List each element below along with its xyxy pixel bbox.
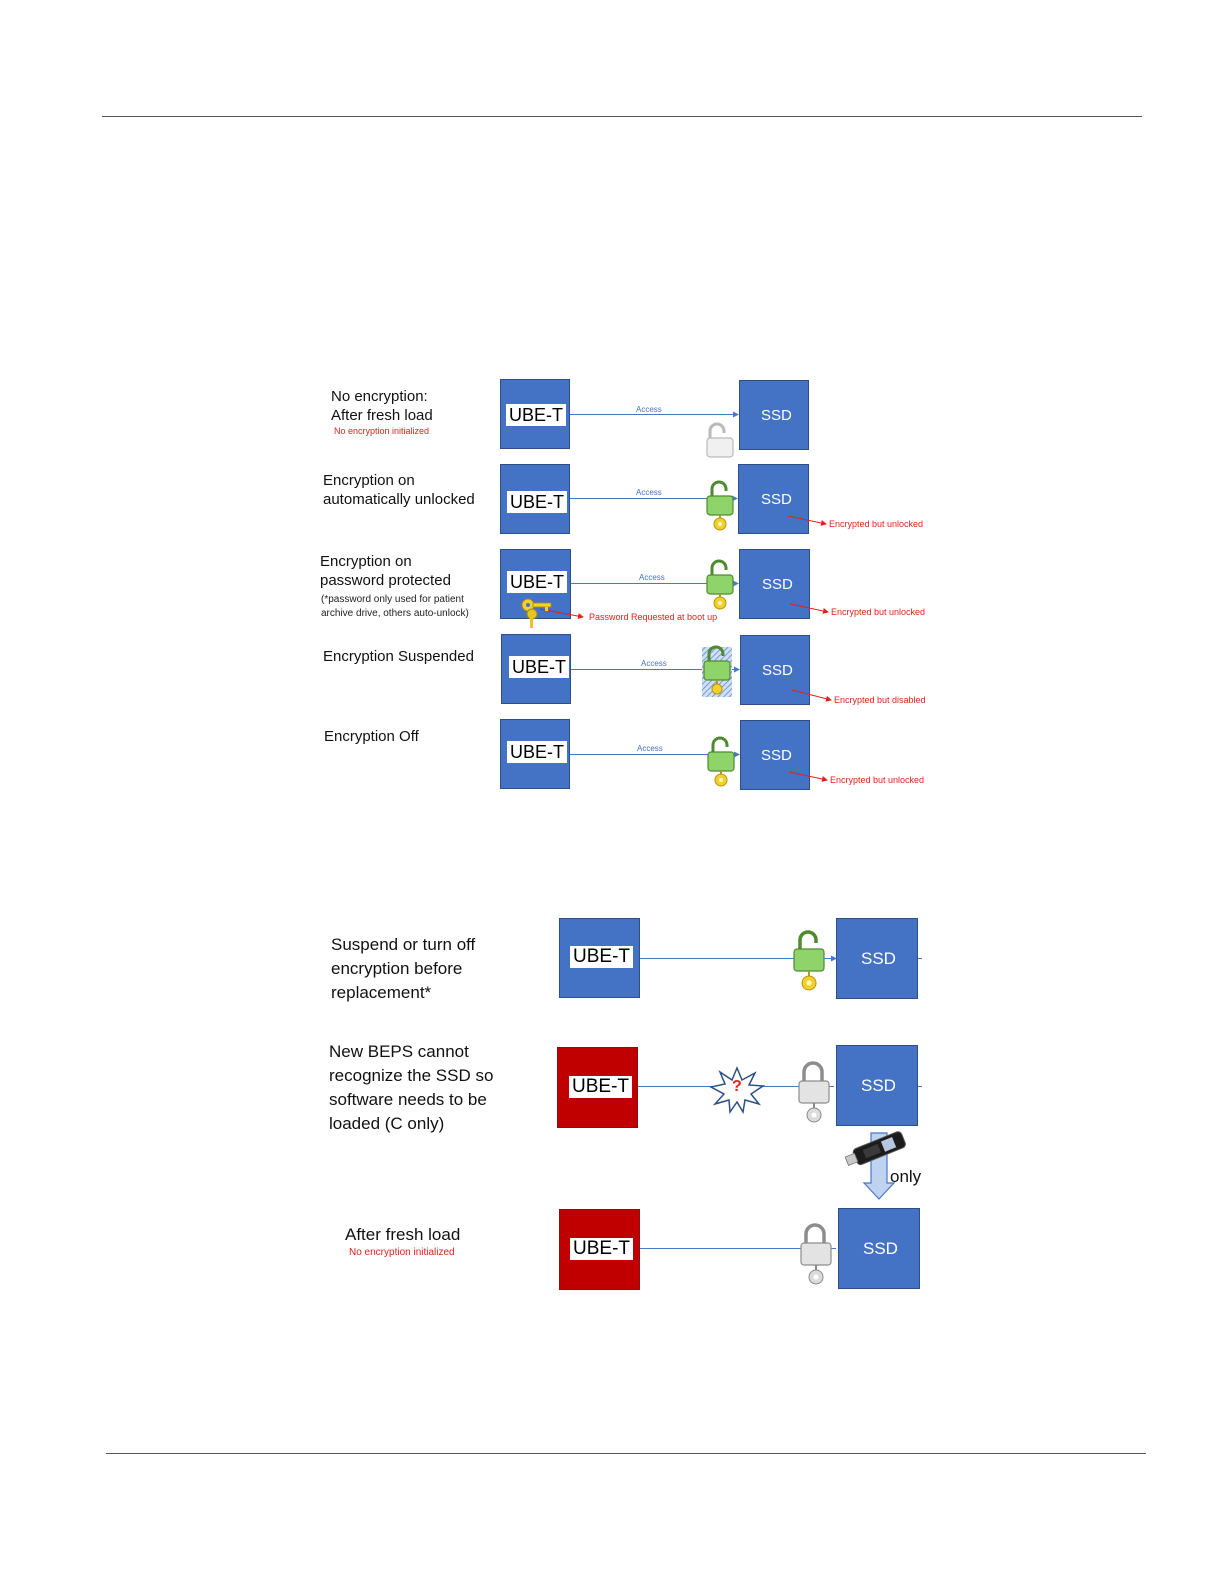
ube-t-label-row4: UBE-T bbox=[509, 656, 569, 678]
ssd-label-step1: SSD bbox=[861, 949, 896, 968]
access-line-row4 bbox=[571, 669, 737, 670]
line-step3 bbox=[640, 1248, 836, 1249]
green-open-lock-with-key-icon-step1 bbox=[793, 930, 825, 991]
ssd-label-step2: SSD bbox=[861, 1076, 896, 1095]
ssd-label-row4: SSD bbox=[762, 662, 793, 679]
ssd-box-step2 bbox=[836, 1045, 918, 1126]
password-requested-text: Password Requested at boot up bbox=[589, 612, 718, 622]
usb-stick-icon bbox=[844, 1131, 906, 1166]
row3-title: Encryption on password protected bbox=[320, 553, 451, 591]
header-rule bbox=[102, 116, 1142, 117]
ssd-label-row2: SSD bbox=[761, 491, 792, 508]
ube-t-label-row5: UBE-T bbox=[507, 741, 567, 763]
row1-title-line2: After fresh load bbox=[331, 406, 433, 424]
ssd-box-step3 bbox=[838, 1208, 920, 1289]
access-line-row1 bbox=[570, 414, 736, 415]
c-only-label: C only bbox=[873, 1167, 922, 1186]
ube-t-label-row1: UBE-T bbox=[506, 404, 566, 426]
row3-note-line2: archive drive, others auto-unlock) bbox=[321, 607, 469, 619]
access-label-row5: Access bbox=[637, 744, 663, 753]
step1-title-line1: Suspend or turn off bbox=[331, 935, 476, 954]
ssd-label-row1: SSD bbox=[761, 407, 792, 424]
ube-t-label-step3: UBE-T bbox=[570, 1238, 633, 1260]
status-row2: Encrypted but unlocked bbox=[829, 519, 924, 529]
row1-subtitle: No encryption initialized bbox=[334, 426, 430, 436]
hatched-suspend-overlay bbox=[702, 647, 732, 697]
step3-title-line1: After fresh load bbox=[345, 1225, 461, 1244]
green-open-lock-hatched-icon bbox=[703, 645, 731, 695]
row2-title-line1: Encryption on bbox=[323, 472, 415, 489]
step2-title-line3: software needs to be bbox=[329, 1090, 487, 1109]
row4-title-line1: Encryption Suspended bbox=[323, 648, 474, 665]
grey-lock-with-key-icon-step3 bbox=[800, 1223, 832, 1285]
ube-t-label-row3: UBE-T bbox=[507, 571, 567, 593]
step2-title-line2: recognize the SSD so bbox=[329, 1066, 494, 1085]
green-open-lock-with-key-icon-row3 bbox=[706, 559, 734, 610]
access-line-row2 bbox=[570, 498, 736, 499]
row3-title-line1: Encryption on bbox=[320, 553, 412, 570]
line-step1 bbox=[640, 958, 834, 959]
step1-title-line2: encryption before bbox=[331, 959, 463, 978]
grey-open-lock-icon bbox=[706, 422, 734, 458]
row5-title: Encryption Off bbox=[324, 728, 419, 747]
footer-rule bbox=[106, 1453, 1146, 1454]
ssd-label-step3: SSD bbox=[863, 1239, 898, 1258]
status-row4: Encrypted but disabled bbox=[834, 695, 926, 705]
row2-title-line2: automatically unlocked bbox=[323, 490, 475, 508]
step2-title: New BEPS cannot recognize the SSD so sof… bbox=[329, 1040, 493, 1136]
access-label-row3: Access bbox=[639, 573, 665, 582]
step2-title-line4: loaded (C only) bbox=[329, 1114, 445, 1133]
access-label-row1: Access bbox=[636, 405, 662, 414]
green-open-lock-with-key-icon-row2 bbox=[706, 480, 734, 531]
ssd-box-row1 bbox=[739, 380, 809, 450]
access-line-row3 bbox=[571, 583, 737, 584]
green-open-lock-with-key-icon-row5 bbox=[707, 736, 735, 787]
row3-note-line1: (*password only used for patient bbox=[321, 594, 464, 605]
row3-note: (*password only used for patient archive… bbox=[321, 593, 469, 620]
burst-question-mark: ? bbox=[732, 1078, 742, 1095]
ssd-label-row5: SSD bbox=[761, 747, 792, 764]
row2-title: Encryption on automatically unlocked bbox=[323, 472, 475, 510]
access-label-row2: Access bbox=[636, 488, 662, 497]
step1-title-line3: replacement* bbox=[331, 983, 432, 1002]
access-label-row4: Access bbox=[641, 659, 667, 668]
access-line-row5 bbox=[570, 754, 736, 755]
ssd-label-row3: SSD bbox=[762, 576, 793, 593]
row1-title: No encryption: After fresh load bbox=[331, 388, 433, 426]
ube-t-label-row2: UBE-T bbox=[507, 491, 567, 513]
step2-title-line1: New BEPS cannot bbox=[329, 1042, 469, 1061]
ube-t-label-step2: UBE-T bbox=[569, 1076, 632, 1098]
row5-title-line1: Encryption Off bbox=[324, 728, 419, 745]
ube-t-label-step1: UBE-T bbox=[570, 946, 633, 968]
grey-lock-with-key-icon-step2 bbox=[798, 1061, 830, 1123]
status-row5: Encrypted but unlocked bbox=[830, 775, 925, 785]
status-row3: Encrypted but unlocked bbox=[831, 607, 926, 617]
row1-title-line1: No encryption: bbox=[331, 388, 428, 405]
row3-title-line2: password protected bbox=[320, 571, 451, 589]
row4-title: Encryption Suspended bbox=[323, 648, 474, 667]
ssd-box-step1 bbox=[836, 918, 918, 999]
step3-title: After fresh load bbox=[345, 1224, 460, 1245]
step1-title: Suspend or turn off encryption before re… bbox=[331, 933, 475, 1005]
step3-subtitle: No encryption initialized bbox=[349, 1247, 455, 1258]
